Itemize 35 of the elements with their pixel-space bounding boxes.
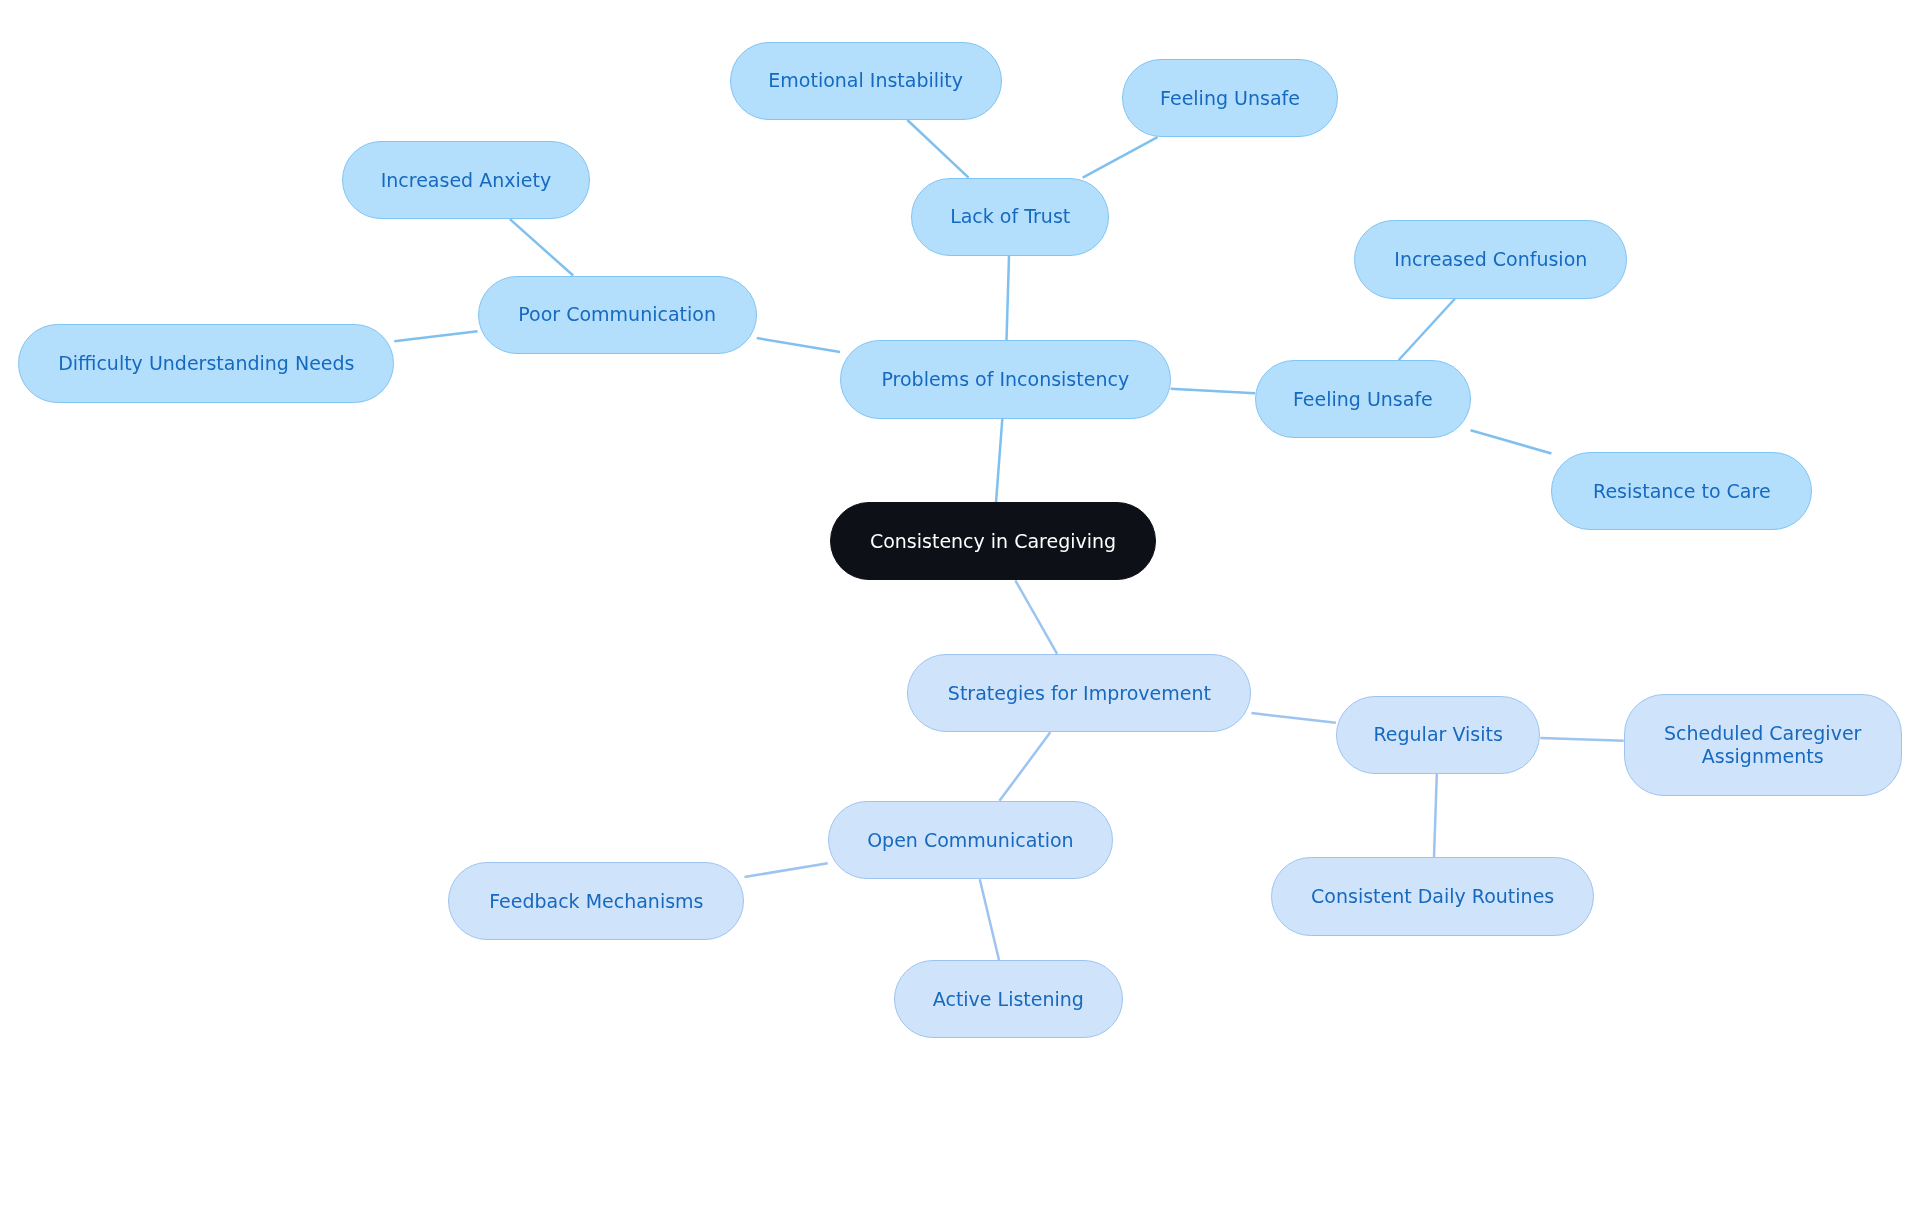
connector-line: [756, 336, 841, 354]
connector-line: [509, 218, 574, 277]
topic-node: Lack of Trust: [911, 177, 1110, 256]
topic-node: Resistance to Care: [1551, 451, 1813, 531]
topic-node: Scheduled Caregiver Assignments: [1623, 694, 1902, 796]
connector-line: [1251, 711, 1337, 725]
topic-node: Emotional Instability: [729, 41, 1002, 120]
topic-node: Increased Anxiety: [341, 140, 591, 220]
connector-line: [978, 878, 1001, 961]
connector-line: [1014, 579, 1059, 655]
connector-line: [744, 862, 828, 879]
topic-node: Active Listening: [893, 960, 1123, 1039]
topic-node: Feeling Unsafe: [1121, 58, 1339, 138]
topic-node: Strategies for Improvement: [907, 653, 1252, 733]
connector-line: [1470, 429, 1552, 455]
topic-node: Open Communication: [827, 800, 1114, 880]
connector-line: [1005, 255, 1011, 341]
connector-line: [994, 418, 1004, 503]
connector-line: [1540, 736, 1624, 742]
connector-line: [998, 731, 1052, 802]
connector-line: [394, 330, 478, 343]
topic-node: Difficulty Understanding Needs: [18, 324, 395, 403]
topic-node: Problems of Inconsistency: [840, 340, 1171, 419]
topic-node: Feedback Mechanisms: [448, 862, 745, 941]
central-topic: Consistency in Caregiving: [830, 502, 1156, 581]
connector-line: [906, 119, 970, 179]
connector-line: [1082, 136, 1159, 179]
topic-node: Consistent Daily Routines: [1271, 857, 1595, 936]
connector-line: [1170, 387, 1256, 395]
topic-node: Regular Visits: [1335, 695, 1541, 774]
topic-node: Feeling Unsafe: [1255, 360, 1471, 439]
connector-line: [1397, 297, 1456, 361]
topic-node: Increased Confusion: [1354, 220, 1628, 299]
connector-line: [1432, 773, 1439, 858]
topic-node: Poor Communication: [477, 275, 757, 354]
